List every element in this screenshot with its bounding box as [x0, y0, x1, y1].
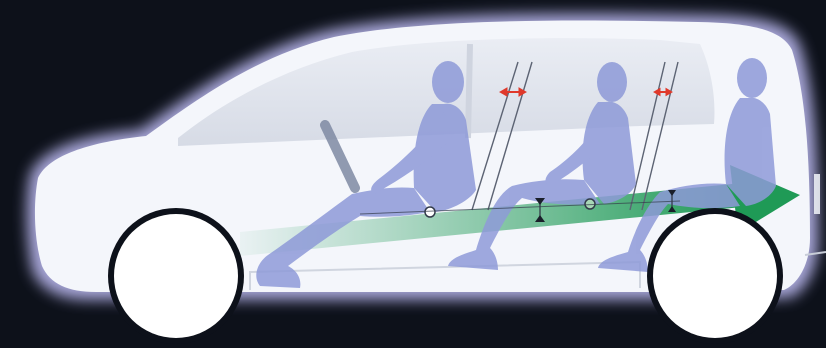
tail-light	[814, 174, 820, 214]
rear-wheel	[653, 214, 777, 338]
front-wheel	[114, 214, 238, 338]
window-pillar	[468, 44, 470, 138]
